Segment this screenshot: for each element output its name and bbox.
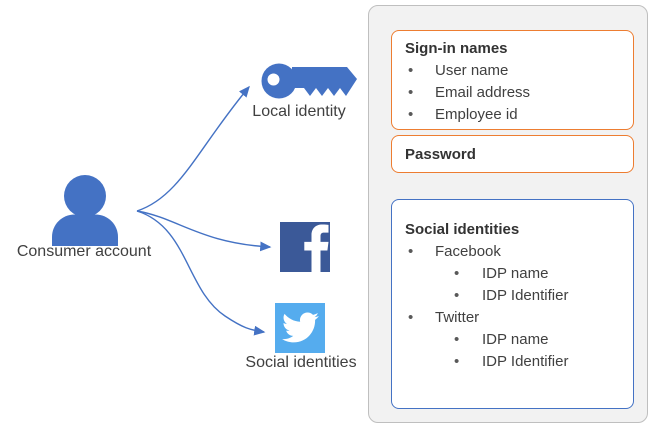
connector-arrows [136, 85, 272, 336]
arrow-to-twitter-icon [136, 210, 266, 336]
consumer-account-label: Consumer account [16, 243, 152, 260]
key-icon [261, 63, 357, 99]
twitter-bird-glyph [282, 312, 319, 343]
sign-in-item-email-address: Email address [392, 82, 633, 104]
twitter-icon [275, 303, 325, 353]
sign-in-names-title: Sign-in names [405, 40, 508, 57]
arrow-to-local-identity-icon [136, 85, 250, 212]
account-attributes-panel: Sign-in names User name Email address Em… [368, 5, 648, 423]
facebook-idp-identifier: IDP Identifier [392, 285, 633, 307]
person-body [52, 214, 118, 246]
arrow-to-facebook-icon [136, 210, 272, 252]
local-identity-label: Local identity [252, 103, 346, 120]
social-identities-label: Social identities [245, 354, 357, 371]
key-shaft [292, 67, 357, 96]
sign-in-item-employee-id: Employee id [392, 104, 633, 126]
person-icon [52, 175, 118, 246]
password-box: Password [391, 135, 634, 173]
sign-in-item-user-name: User name [392, 60, 633, 82]
twitter-idp-name: IDP name [392, 329, 633, 351]
person-head [64, 175, 106, 217]
facebook-idp-name: IDP name [392, 263, 633, 285]
facebook-f-glyph [304, 224, 329, 272]
facebook-icon [280, 222, 330, 272]
key-hole [267, 73, 280, 86]
social-identities-box: Social identities Facebook IDP name IDP … [391, 199, 634, 409]
provider-facebook: Facebook [392, 241, 633, 263]
sign-in-names-box: Sign-in names User name Email address Em… [391, 30, 634, 130]
social-identities-title: Social identities [405, 221, 520, 238]
provider-twitter: Twitter [392, 307, 633, 329]
password-title: Password [405, 146, 476, 163]
twitter-idp-identifier: IDP Identifier [392, 351, 633, 373]
